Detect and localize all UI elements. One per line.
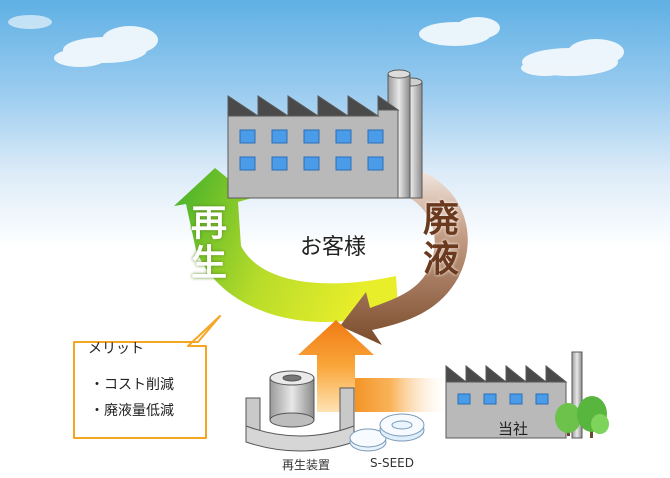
cloud-icon (8, 15, 52, 29)
s-seed-label: S-SEED (370, 456, 414, 470)
waste-liquid-char: 液 (422, 239, 459, 280)
cloud-icon (521, 39, 624, 76)
tree-icon (555, 396, 609, 438)
merit-item: ・廃液量低減 (90, 403, 174, 419)
regeneration-char: 再 (190, 203, 227, 244)
regeneration-char: 生 (190, 243, 227, 284)
cloud-icon (419, 17, 500, 46)
merit-item: ・コスト削減 (90, 377, 174, 393)
our-company-label: 当社 (498, 420, 529, 438)
regeneration-device-icon (245, 370, 355, 452)
cloud-icon (54, 26, 158, 67)
merit-title: メリット (88, 341, 144, 357)
waste-liquid-arrow (340, 168, 468, 345)
customer-factory-icon (227, 69, 423, 199)
customer-label: お客様 (299, 235, 366, 260)
regeneration-device-label: 再生装置 (282, 458, 331, 472)
supply-arrow (298, 320, 446, 412)
s-seed-disc-icon (349, 413, 425, 452)
waste-liquid-label: 廃 液 (418, 200, 464, 280)
waste-liquid-char: 廃 (422, 199, 459, 240)
merit-callout (73, 315, 221, 439)
regeneration-arrow (174, 168, 398, 323)
regeneration-label: 再 生 (186, 204, 232, 284)
our-factory-icon (445, 351, 583, 439)
